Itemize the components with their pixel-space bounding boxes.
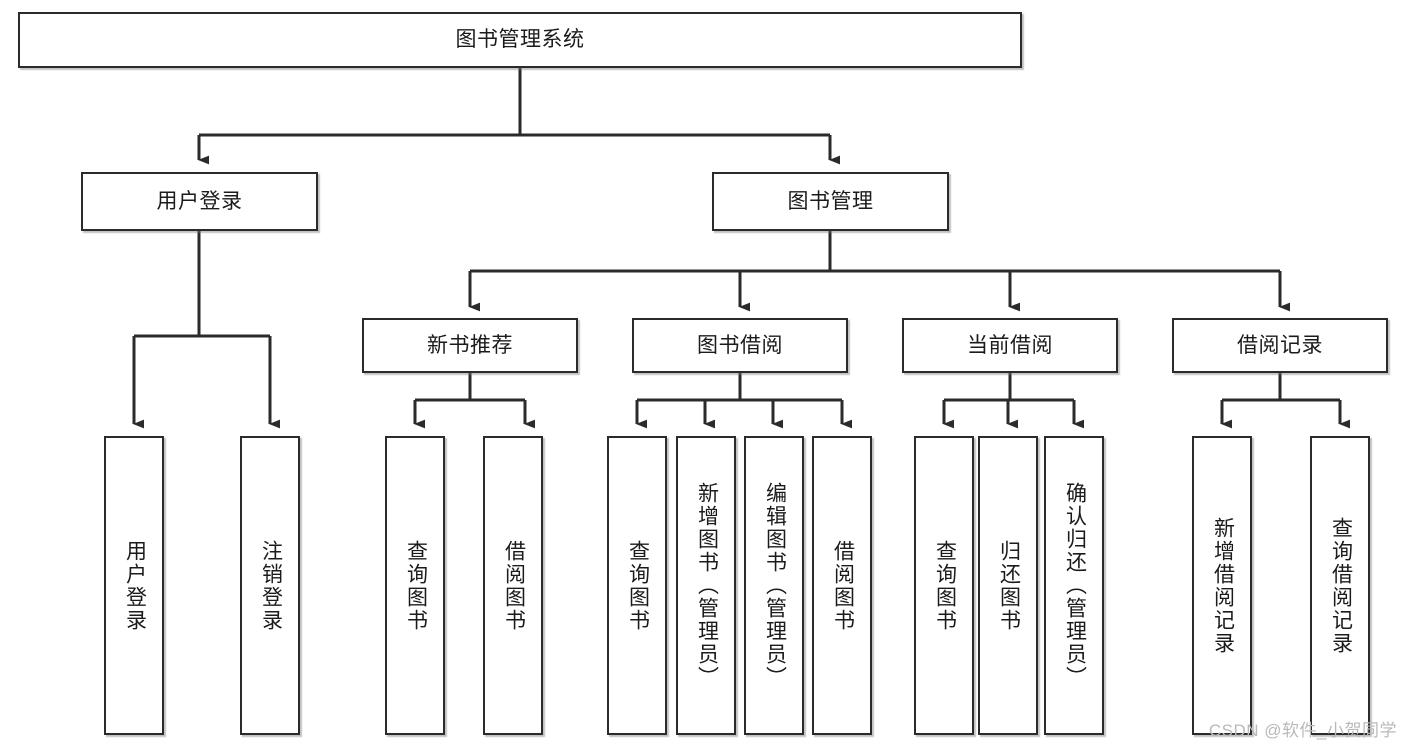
leaf-book-borrow-edit-book[interactable]: 编辑图书（管理员） — [744, 436, 804, 735]
leaf-user-login-logout[interactable]: 注销登录 — [240, 436, 300, 735]
node-label: 新书推荐 — [427, 333, 513, 357]
node-label: 确认归还（管理员） — [1063, 482, 1087, 689]
node-new-book-recommend[interactable]: 新书推荐 — [362, 318, 578, 373]
node-label: 查询图书 — [933, 539, 957, 632]
leaf-borrow-record-add-record[interactable]: 新增借阅记录 — [1192, 436, 1252, 735]
node-label: 查询图书 — [626, 539, 650, 632]
leaf-current-borrow-query-book[interactable]: 查询图书 — [914, 436, 974, 735]
node-user-login[interactable]: 用户登录 — [81, 172, 318, 231]
leaf-book-borrow-add-book[interactable]: 新增图书（管理员） — [676, 436, 736, 735]
leaf-new-book-query-book[interactable]: 查询图书 — [385, 436, 445, 735]
leaf-borrow-record-query-record[interactable]: 查询借阅记录 — [1310, 436, 1370, 735]
node-label: 编辑图书（管理员） — [763, 482, 787, 689]
node-label: 归还图书 — [997, 539, 1021, 632]
node-label: 图书管理 — [787, 189, 874, 213]
node-label: 借阅记录 — [1237, 333, 1323, 357]
node-label: 新增借阅记录 — [1211, 516, 1235, 655]
leaf-user-login-login[interactable]: 用户登录 — [104, 436, 164, 735]
node-label: 注销登录 — [259, 539, 283, 632]
node-label: 查询图书 — [404, 539, 428, 632]
leaf-current-borrow-confirm-return[interactable]: 确认归还（管理员） — [1044, 436, 1104, 735]
node-label: 借阅图书 — [502, 539, 526, 632]
node-label: 查询借阅记录 — [1329, 516, 1353, 655]
node-borrow-record[interactable]: 借阅记录 — [1172, 318, 1388, 373]
leaf-current-borrow-return-book[interactable]: 归还图书 — [978, 436, 1038, 735]
leaf-book-borrow-query-book[interactable]: 查询图书 — [607, 436, 667, 735]
node-current-borrow[interactable]: 当前借阅 — [902, 318, 1118, 373]
node-label: 用户登录 — [156, 189, 243, 213]
node-root-system[interactable]: 图书管理系统 — [18, 12, 1022, 68]
leaf-book-borrow-borrow-book[interactable]: 借阅图书 — [812, 436, 872, 735]
node-label: 图书管理系统 — [455, 28, 585, 52]
node-label: 借阅图书 — [831, 539, 855, 632]
node-label: 图书借阅 — [697, 333, 783, 357]
leaf-new-book-borrow-book[interactable]: 借阅图书 — [483, 436, 543, 735]
node-book-management[interactable]: 图书管理 — [712, 172, 949, 231]
node-label: 当前借阅 — [967, 333, 1053, 357]
node-label: 新增图书（管理员） — [695, 482, 719, 689]
node-label: 用户登录 — [123, 539, 147, 632]
node-book-borrow[interactable]: 图书借阅 — [632, 318, 848, 373]
